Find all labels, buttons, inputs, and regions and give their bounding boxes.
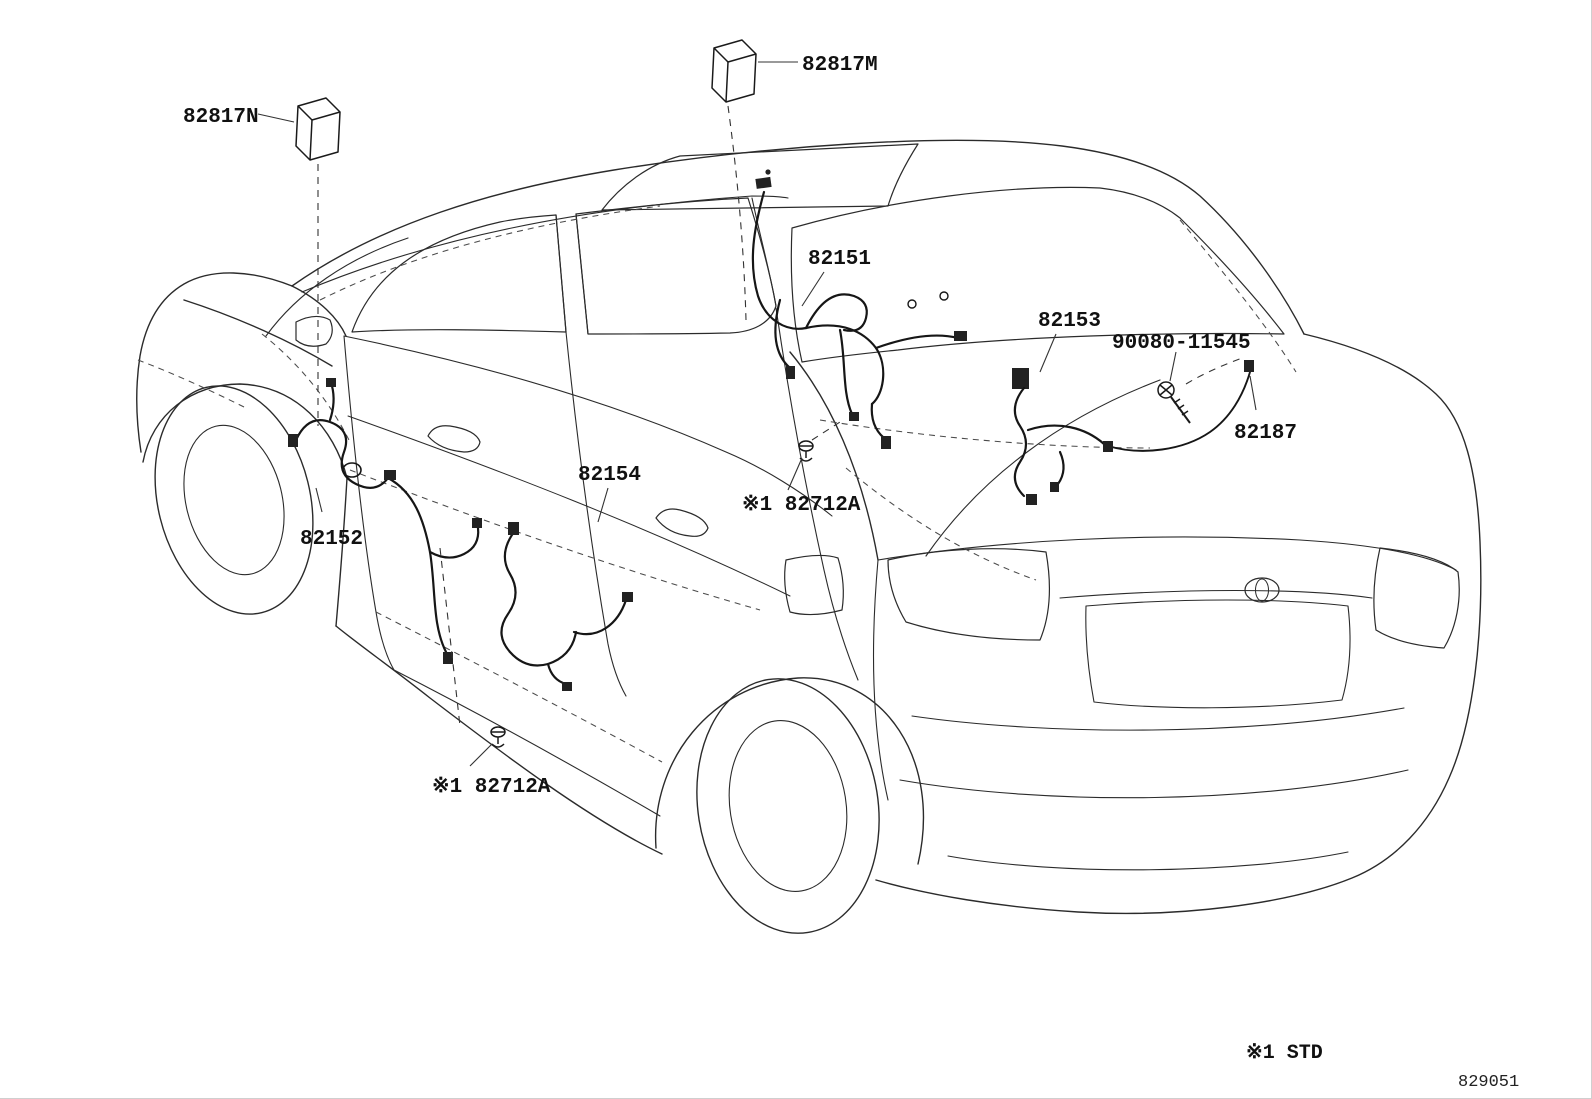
part-label-82153[interactable]: 82153 bbox=[1038, 310, 1101, 333]
harness-82153 bbox=[1012, 368, 1106, 505]
part-label-82712a-lower[interactable]: ※1 82712A bbox=[432, 775, 551, 799]
part-label-82187[interactable]: 82187 bbox=[1234, 422, 1297, 445]
part-label-82712a-upper[interactable]: ※1 82712A bbox=[742, 493, 861, 517]
drawing-number: 829051 bbox=[1458, 1073, 1519, 1092]
part-label-82817m[interactable]: 82817M bbox=[802, 54, 878, 77]
harness-82154 bbox=[500, 522, 633, 691]
screw-90080-11545-icon bbox=[1157, 381, 1191, 424]
footnote-std: ※1 STD bbox=[1246, 1042, 1323, 1065]
part-label-90080-11545[interactable]: 90080-11545 bbox=[1112, 332, 1251, 355]
car-outline-illustration bbox=[136, 139, 1482, 915]
clip-82712a-upper-icon bbox=[798, 440, 814, 462]
part-label-82152[interactable]: 82152 bbox=[300, 528, 363, 551]
front-wheel bbox=[154, 385, 314, 615]
part-label-82817n[interactable]: 82817N bbox=[183, 106, 259, 129]
harness-82187 bbox=[1103, 360, 1254, 452]
harness-82151 bbox=[751, 169, 967, 449]
leader-lines bbox=[257, 61, 1257, 767]
clip-82712a-lower-icon bbox=[490, 726, 506, 748]
leader-lines-dashed bbox=[317, 105, 1243, 727]
part-label-82151[interactable]: 82151 bbox=[808, 248, 871, 271]
part-82817n-bracket bbox=[295, 97, 341, 161]
part-82817m-bracket bbox=[711, 39, 757, 103]
rear-wheel bbox=[696, 678, 880, 934]
part-label-82154[interactable]: 82154 bbox=[578, 464, 641, 487]
harness-82152 bbox=[288, 378, 482, 664]
